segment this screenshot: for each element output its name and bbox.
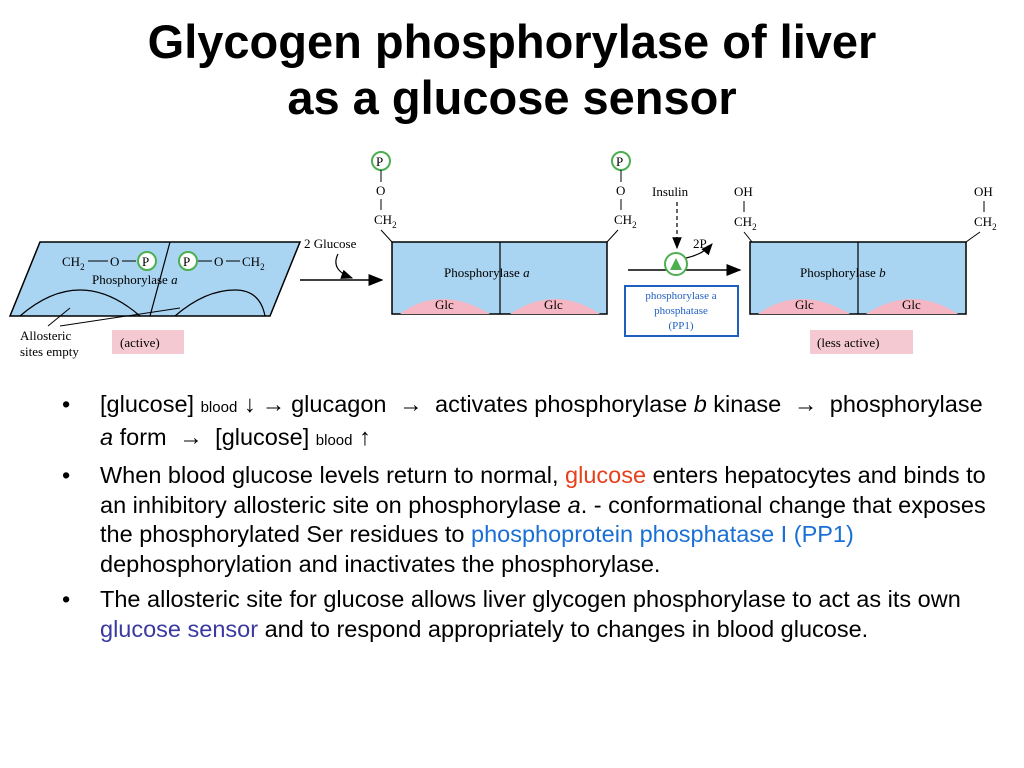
glucose-arrow-label: 2 Glucose <box>304 236 357 251</box>
slide-title: Glycogen phosphorylase of liver as a glu… <box>0 14 1024 126</box>
arrow-icon: → <box>261 391 286 417</box>
arrow-icon: → <box>793 391 818 417</box>
middle-enzyme-label: Phosphorylase a <box>444 265 530 280</box>
middle-glc-site-1 <box>400 299 490 314</box>
title-line-2: as a glucose sensor <box>287 71 737 124</box>
left-o-1: O <box>110 254 119 269</box>
right-state-label: (less active) <box>817 335 879 350</box>
right-oh-2: OH <box>974 184 993 199</box>
middle-p-2: P <box>616 154 623 169</box>
middle-enzyme: P O CH2 P O CH2 Phosphorylase a Glc Glc <box>371 151 637 315</box>
left-enzyme-divider <box>149 241 171 317</box>
left-enzyme: CH2 O P P O CH2 Phosphorylase a <box>8 241 302 317</box>
right-glc-2: Glc <box>902 297 921 312</box>
bullet-marker: • <box>62 462 71 488</box>
left-p-circle-2 <box>178 251 198 271</box>
left-p-circle-1 <box>137 251 157 271</box>
highlight-glucose-sensor: glucose sensor <box>100 615 259 642</box>
middle-glc-2: Glc <box>544 297 563 312</box>
pp1-line-3: (PP1) <box>668 320 693 332</box>
middle-glc-1: Glc <box>435 297 454 312</box>
left-state-badge <box>112 330 184 354</box>
left-p-1: P <box>142 254 149 269</box>
left-ch2-2: CH2 <box>242 254 265 272</box>
bullet-item-3: • The allosteric site for glucose allows… <box>62 586 961 642</box>
middle-o-1: O <box>376 183 385 198</box>
bullet-item-2: • When blood glucose levels return to no… <box>62 462 986 577</box>
left-ch2-1: CH2 <box>62 254 85 272</box>
pi-label: 2Pi <box>693 236 710 254</box>
left-p-2: P <box>183 254 190 269</box>
right-enzyme: OH CH2 OH CH2 Phosphorylase b Glc Glc <box>734 184 997 315</box>
right-ch2-2: CH2 <box>974 214 997 232</box>
right-oh-1: OH <box>734 184 753 199</box>
middle-glc-site-2 <box>510 299 600 314</box>
arrow-icon: → <box>179 423 203 450</box>
right-ch2-1: CH2 <box>734 214 757 232</box>
pp1-line-2: phosphatase <box>654 305 708 317</box>
pp1-box <box>624 285 739 337</box>
bullet-marker: • <box>62 586 71 612</box>
glucose-curve-arrow <box>335 253 354 279</box>
left-enzyme-label: Phosphorylase a <box>92 272 178 287</box>
middle-ch2-2: CH2 <box>614 212 637 230</box>
pp1-line-1: phosphorylase a <box>645 290 716 302</box>
right-glc-site-1 <box>758 299 850 314</box>
right-state-badge <box>810 330 913 354</box>
pp1-activator-icon <box>670 258 682 270</box>
middle-o-2: O <box>616 183 625 198</box>
bullet-list: • [glucose] blood ↓→glucagon → activates… <box>56 390 986 650</box>
title-line-1: Glycogen phosphorylase of liver <box>147 15 877 68</box>
left-site-2 <box>174 289 266 317</box>
bullet-marker: • <box>62 391 71 417</box>
arrow-icon: → <box>399 391 423 417</box>
highlight-glucose: glucose <box>565 462 647 488</box>
phosphorylase-diagram: CH2 O P P O CH2 Phosphorylase a Alloster… <box>0 140 1024 380</box>
allosteric-label-2: sites empty <box>20 344 79 359</box>
left-site-1 <box>19 289 141 317</box>
left-o-2: O <box>214 254 223 269</box>
right-enzyme-label: Phosphorylase b <box>800 265 886 280</box>
middle-p-1: P <box>376 154 383 169</box>
middle-ch2-1: CH2 <box>374 212 397 230</box>
diagram-svg: CH2 O P P O CH2 Phosphorylase a Alloster… <box>8 151 997 359</box>
insulin-label: Insulin <box>652 184 689 199</box>
right-glc-site-2 <box>866 299 958 314</box>
highlight-pp1: phosphoprotein phosphatase I (PP1) <box>471 521 854 547</box>
left-state-label: (active) <box>120 335 160 350</box>
bullet-item-1: • [glucose] blood ↓→glucagon → activates… <box>56 390 986 455</box>
allosteric-label-1: Allosteric <box>20 328 71 343</box>
right-glc-1: Glc <box>795 297 814 312</box>
